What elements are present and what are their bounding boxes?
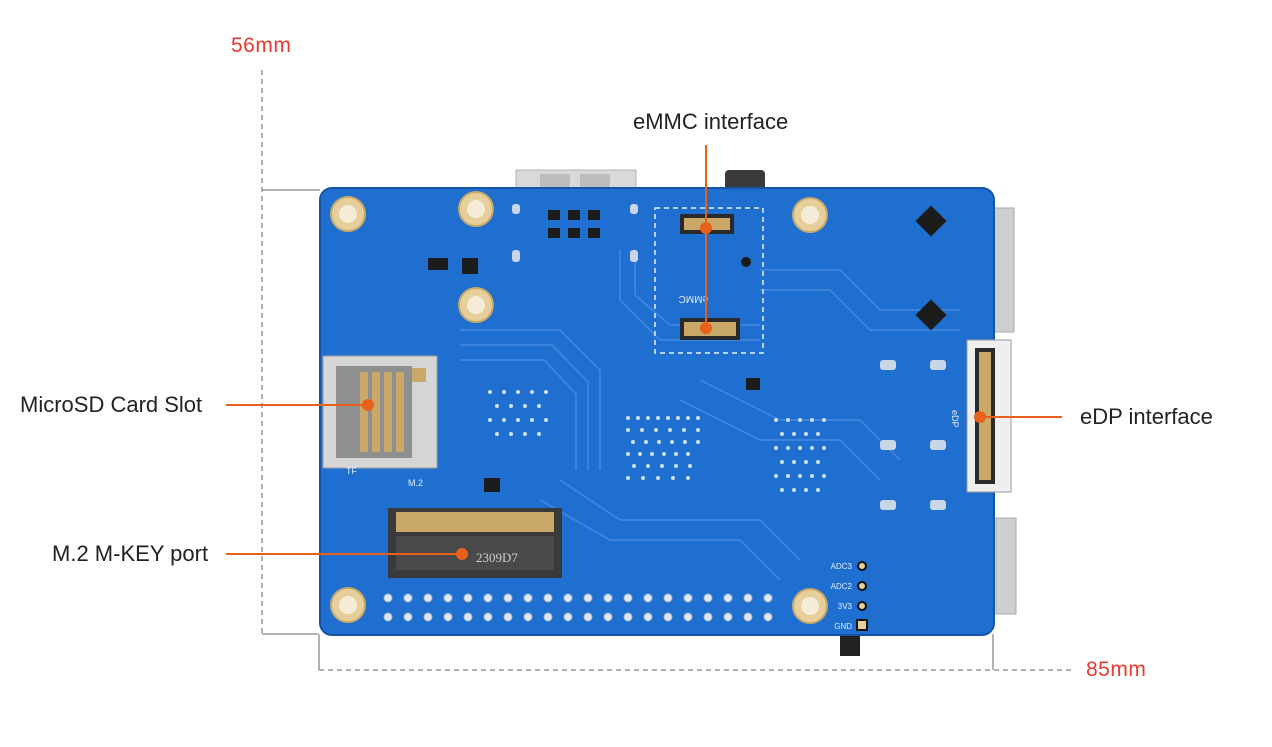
v33-silkscreen: 3V3	[838, 602, 853, 611]
smd-components	[428, 205, 947, 492]
width-dimension-label: 85mm	[1086, 658, 1147, 681]
callout-leaders	[226, 145, 1062, 560]
pcb-traces	[460, 250, 960, 581]
adc2-silkscreen: ADC2	[831, 582, 853, 591]
microsd-card-slot: TF	[322, 355, 438, 476]
m2-code-silkscreen: 2309D7	[476, 550, 518, 565]
tf-silkscreen: TF	[346, 466, 357, 476]
emmc-interface-label: eMMC interface	[633, 109, 789, 134]
emmc-silkscreen: eMMC	[679, 293, 708, 304]
edp-interface-label: eDP interface	[1080, 404, 1213, 429]
m2-m-key-slot: 2309D7 M.2	[388, 478, 562, 578]
height-dimension-label: 56mm	[231, 34, 292, 57]
dimension-lines	[261, 70, 1072, 671]
gpio-header-pads	[383, 593, 773, 622]
chip-solder-pads	[488, 390, 826, 492]
microsd-slot-label: MicroSD Card Slot	[20, 392, 203, 417]
edge-connectors	[515, 169, 1017, 656]
adc3-silkscreen: ADC3	[831, 562, 853, 571]
gnd-silkscreen: GND	[834, 622, 852, 631]
m2-title-silkscreen: M.2	[408, 478, 423, 488]
adc-pads: ADC3 ADC2 3V3 GND	[831, 561, 868, 631]
edp-silkscreen: eDP	[950, 410, 960, 428]
test-pads	[512, 204, 946, 510]
m2-port-label: M.2 M-KEY port	[52, 541, 209, 566]
emmc-outline	[654, 207, 764, 354]
mounting-holes	[330, 191, 828, 624]
